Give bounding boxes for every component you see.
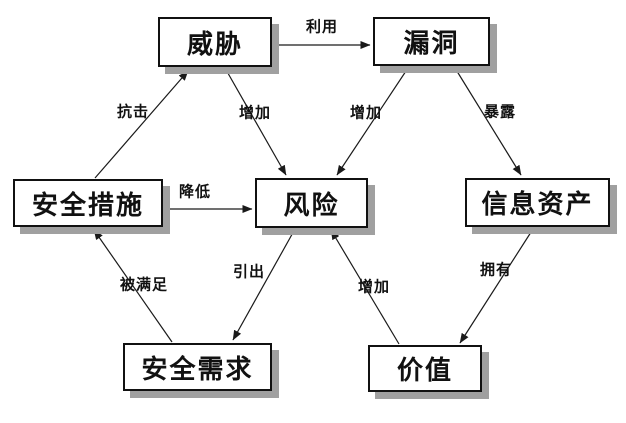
edge-label-owns: 拥有 — [479, 260, 513, 279]
edge-arrow-resist — [94, 70, 189, 179]
edge-label-reduce: 降低 — [178, 182, 212, 201]
edge-label-exploit: 利用 — [305, 17, 339, 36]
edge-arrow-increase-threat-risk — [224, 67, 287, 176]
edge-label-satisfied: 被满足 — [119, 275, 169, 294]
node-vulnerability: 漏洞 — [373, 17, 490, 66]
edge-label-resist: 抗击 — [116, 102, 150, 121]
edge-arrow-satisfied — [93, 229, 173, 343]
edge-arrow-increase-vuln-risk — [336, 67, 409, 176]
edge-label-increase-threat-risk: 增加 — [238, 103, 272, 122]
edge-arrow-leads-to — [232, 228, 296, 341]
edge-arrow-expose — [454, 67, 522, 176]
edge-label-increase-value-risk: 增加 — [357, 277, 391, 296]
edge-arrow-increase-value-risk — [330, 229, 400, 345]
node-risk: 风险 — [255, 178, 368, 228]
edge-label-leads-to: 引出 — [232, 262, 266, 281]
edge-label-expose: 暴露 — [483, 102, 517, 121]
edge-label-increase-vuln-risk: 增加 — [349, 103, 383, 122]
edge-arrow-owns — [459, 228, 534, 344]
node-measures: 安全措施 — [13, 179, 163, 227]
node-threat: 威胁 — [158, 17, 272, 67]
node-value: 价值 — [368, 345, 482, 392]
node-requirements: 安全需求 — [123, 343, 272, 391]
node-assets: 信息资产 — [465, 178, 610, 227]
